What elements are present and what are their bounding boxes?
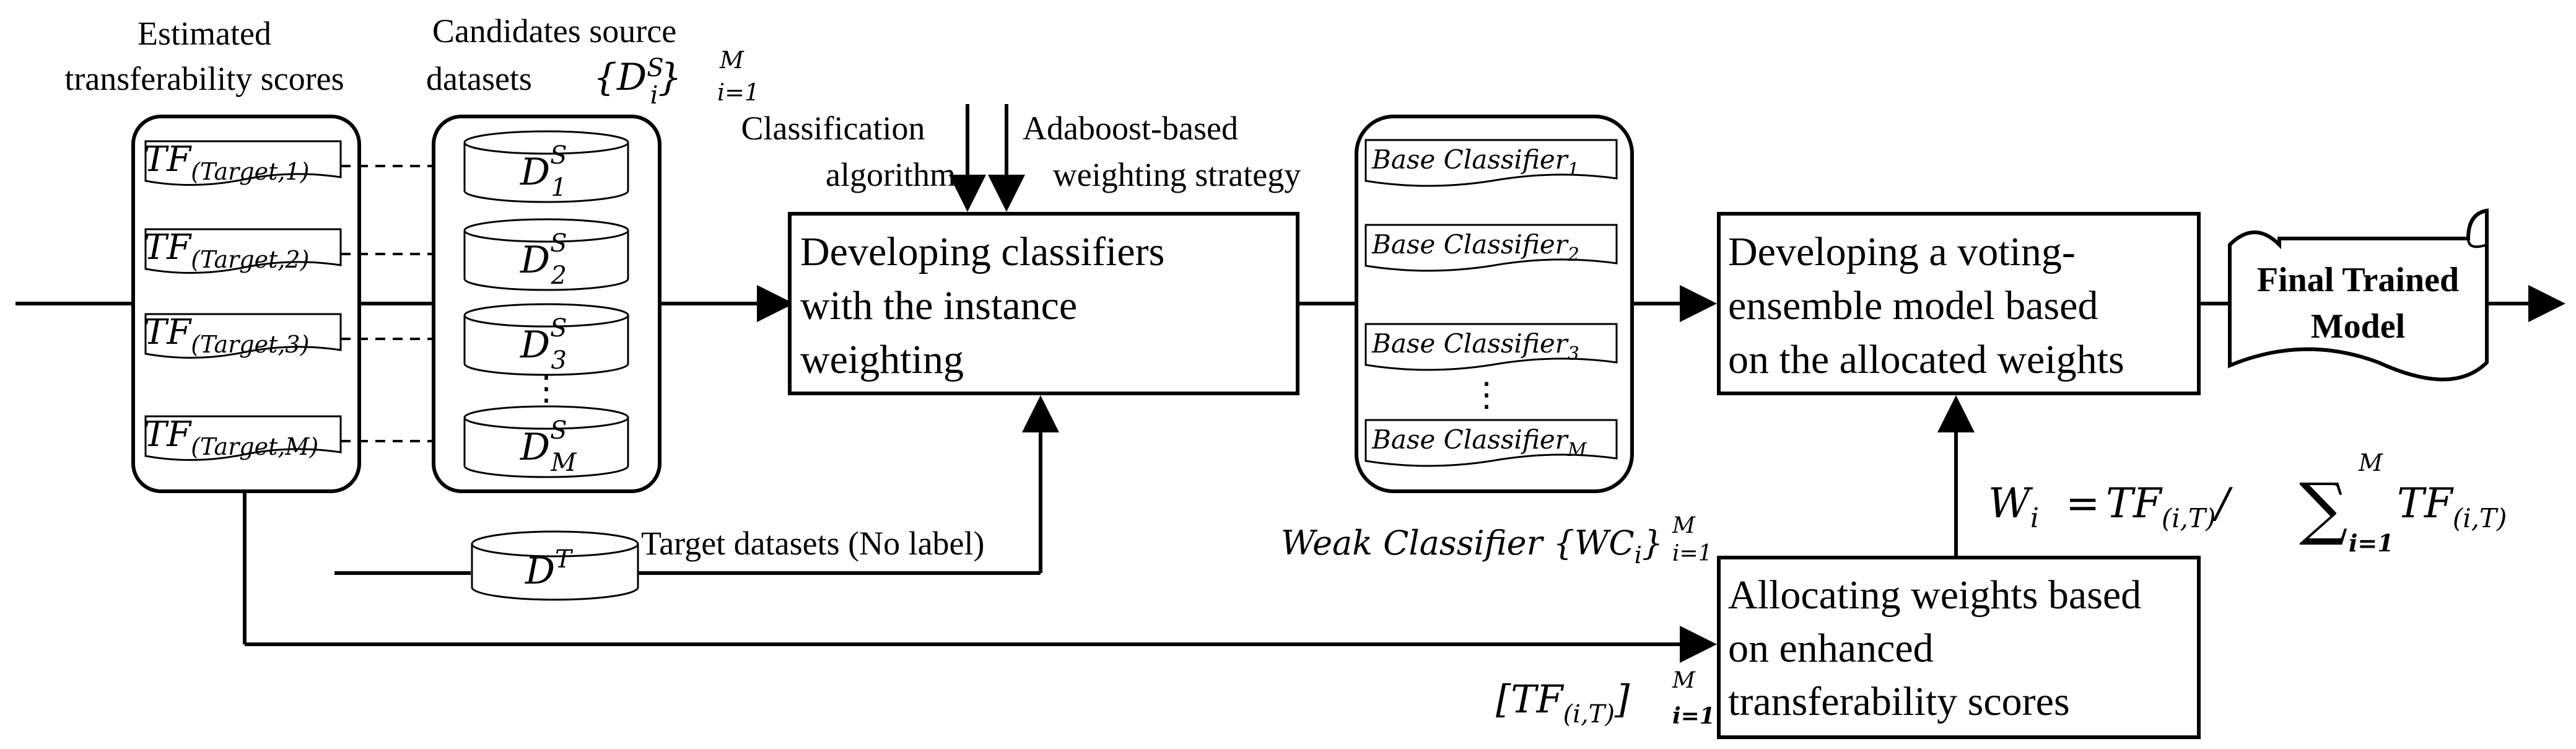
voting-line3: on the allocated weights bbox=[1728, 337, 2124, 382]
tf-item: TF(Target,M) bbox=[144, 414, 342, 462]
allocating-line3: transferability scores bbox=[1728, 679, 2070, 724]
tf-item-label: TF(Target,M) bbox=[144, 414, 318, 460]
weak-column-box bbox=[1355, 115, 1634, 493]
weak-caption-bottom: i=1 bbox=[1672, 541, 1713, 566]
input-arrows: Classification algorithm Adaboost-based … bbox=[741, 104, 1301, 212]
target-datasets-label: Target datasets (No label) bbox=[641, 525, 985, 562]
target-db-icon bbox=[471, 530, 639, 601]
svg-text:∑: ∑ bbox=[2299, 468, 2348, 548]
svg-text:M: M bbox=[1672, 668, 1696, 693]
svg-text:i=1: i=1 bbox=[2349, 529, 2394, 557]
target-db-label: DT bbox=[525, 545, 574, 593]
develop-classifiers-line2: with the instance bbox=[800, 283, 1077, 328]
tf-column-box bbox=[131, 115, 361, 493]
tf-item-label: TF(Target,3) bbox=[144, 312, 309, 358]
strategy-label-line2: weighting strategy bbox=[1053, 156, 1301, 193]
base-classifier-item: Base Classifier3 bbox=[1364, 323, 1618, 371]
base-classifier-item: Base Classifier2 bbox=[1364, 224, 1618, 272]
source-set-range-top: M bbox=[719, 46, 744, 74]
svg-text:[TF(i,T)]: [TF(i,T)] bbox=[1496, 677, 1630, 729]
final-model-line2: Model bbox=[2311, 307, 2405, 346]
tf-item: TF(Target,1) bbox=[144, 139, 342, 186]
weak-ellipsis: ⋮ bbox=[1470, 376, 1503, 413]
base-classifier-label: Base Classifier1 bbox=[1371, 144, 1579, 181]
base-classifier-item: Base Classifier1 bbox=[1364, 139, 1618, 187]
target-dataset: DT Target datasets (No label) bbox=[334, 395, 1059, 601]
develop-classifiers-line1: Developing classifiers bbox=[800, 229, 1164, 274]
source-column-label-line1: Candidates source bbox=[432, 12, 676, 50]
tf-column-label-line1: Estimated bbox=[138, 15, 271, 52]
source-ellipsis: ⋮ bbox=[530, 370, 563, 407]
allocating-weights-box: Allocating weights based on enhanced tra… bbox=[1717, 556, 2201, 739]
voting-ensemble-box: Developing a voting- ensemble model base… bbox=[1717, 212, 2201, 395]
final-model-shape: Final Trained Model bbox=[2228, 208, 2489, 382]
weak-classifier-caption: Weak Classifier {WCi} bbox=[1281, 523, 1663, 569]
voting-line2: ensemble model based bbox=[1728, 283, 2098, 328]
develop-classifiers-box: Developing classifiers with the instance… bbox=[788, 212, 1299, 395]
tf-item-label: TF(Target,2) bbox=[144, 227, 309, 273]
tf-item-label: TF(Target,1) bbox=[144, 139, 309, 185]
tf-items: TF(Target,1) TF(Target,2) TF(Target,3) TF(T… bbox=[144, 139, 342, 462]
tf-to-allocating-line bbox=[243, 493, 1717, 663]
allocating-line2: on enhanced bbox=[1728, 626, 1934, 671]
algorithm-label-line2: algorithm bbox=[826, 156, 956, 193]
develop-classifiers-line3: weighting bbox=[800, 337, 964, 382]
base-classifier-label: Base Classifier3 bbox=[1371, 328, 1579, 365]
svg-text:Wi: Wi bbox=[1988, 480, 2039, 534]
base-classifier-label: Base Classifier2 bbox=[1371, 229, 1579, 266]
source-set-range-bottom: i=1 bbox=[717, 79, 759, 106]
tf-item: TF(Target,3) bbox=[144, 312, 342, 359]
weak-caption-top: M bbox=[1672, 513, 1696, 538]
base-classifier-label: Base ClassifierM bbox=[1371, 424, 1587, 461]
tf-vector-label: [TF(i,T)] M i=1 bbox=[1496, 668, 1715, 729]
tf-to-source-links bbox=[341, 165, 463, 442]
tf-column: Estimated transferability scores TF(Targ… bbox=[64, 15, 361, 493]
svg-text:=: = bbox=[2066, 480, 2100, 527]
svg-text:i=1: i=1 bbox=[1672, 703, 1715, 729]
tf-item: TF(Target,2) bbox=[144, 227, 342, 274]
final-model-line1: Final Trained bbox=[2257, 261, 2459, 299]
base-classifier-item: Base ClassifierM bbox=[1364, 419, 1618, 467]
weight-formula: Wi = TF(i,T)/ ∑ M i=1 TF(i,T) bbox=[1988, 449, 2507, 557]
svg-text:M: M bbox=[2358, 449, 2383, 476]
algorithm-label-line1: Classification bbox=[741, 110, 925, 147]
svg-text:TF(i,T): TF(i,T) bbox=[2397, 480, 2507, 533]
allocating-line1: Allocating weights based bbox=[1728, 572, 2141, 618]
strategy-label-line1: Adaboost-based bbox=[1023, 110, 1238, 147]
source-column-label-line2: datasets bbox=[426, 60, 532, 97]
tf-column-label-line2: transferability scores bbox=[64, 60, 344, 97]
voting-line1: Developing a voting- bbox=[1728, 229, 2076, 274]
svg-text:TF(i,T)/: TF(i,T)/ bbox=[2106, 480, 2233, 533]
